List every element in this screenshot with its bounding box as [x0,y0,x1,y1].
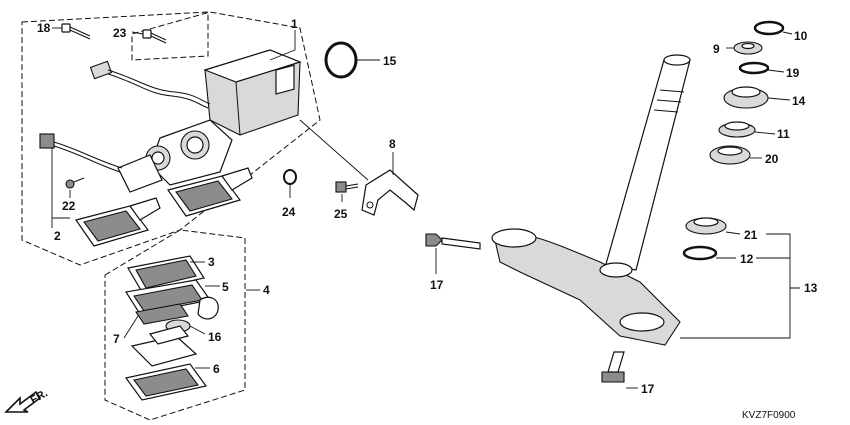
callout-4: 4 [263,283,270,297]
part-20-bearing [709,145,751,165]
part-6-key-cover-bottom [124,363,208,401]
wire-harness-upper [89,60,211,109]
part-15-o-ring [324,41,358,79]
callout-9: 9 [713,42,720,56]
diagram-code: KVZ7F0900 [742,410,796,421]
part-23-bolt [142,29,167,44]
callout-17-upper: 17 [430,278,444,292]
callout-25: 25 [334,207,348,221]
front-direction-arrow [4,390,42,413]
part-11-upper-race [718,121,756,138]
callout-5: 5 [222,280,229,294]
part-24-washer [283,169,297,185]
callout-17-lower: 17 [641,382,655,396]
part-10-dust-seal [753,20,785,36]
callout-11: 11 [777,127,790,141]
callout-1: 1 [291,17,298,31]
callout-16: 16 [208,330,222,344]
assembly-4-outline [104,229,246,421]
key-fob-1 [167,167,253,217]
part-key-board [130,325,198,367]
part-7-seal [135,303,189,325]
part-14-adjusting-nut [723,86,769,109]
steering-lock-unit [117,49,302,193]
part-3-key-cover-top [127,255,205,293]
callout-24: 24 [282,205,296,219]
leader-lines [51,27,800,389]
part-12-dust-seal [682,245,718,261]
callout-18: 18 [37,21,51,35]
callout-15: 15 [383,54,397,68]
callout-6: 6 [213,362,220,376]
part-18-bolt [61,23,91,40]
wire-harness-lower [39,133,123,173]
key-fob-2 [75,197,161,247]
part-17-bolt-upper [425,233,481,250]
callout-8: 8 [389,137,396,151]
callout-2: 2 [54,229,61,243]
callout-7: 7 [113,332,120,346]
callout-23: 23 [113,26,127,40]
part-9-lock-nut [733,41,763,55]
part-25-bolt [335,181,359,193]
callout-14: 14 [792,94,806,108]
callout-12: 12 [740,252,754,266]
callout-20: 20 [765,152,779,166]
callout-21: 21 [744,228,758,242]
bottom-bridge [491,228,681,346]
callout-10: 10 [794,29,808,43]
callout-13: 13 [804,281,818,295]
assembly-1-outline [21,11,321,266]
part-8-bracket [299,119,419,216]
part-21-bearing [685,217,727,235]
steering-stem [605,54,691,271]
front-direction-label: FR. [29,387,50,406]
callout-19: 19 [786,66,800,80]
part-22-screw [65,177,85,189]
part-19-washer [738,61,770,75]
callout-3: 3 [208,255,215,269]
part-17-bolt-lower [601,351,625,383]
callout-22: 22 [62,199,76,213]
